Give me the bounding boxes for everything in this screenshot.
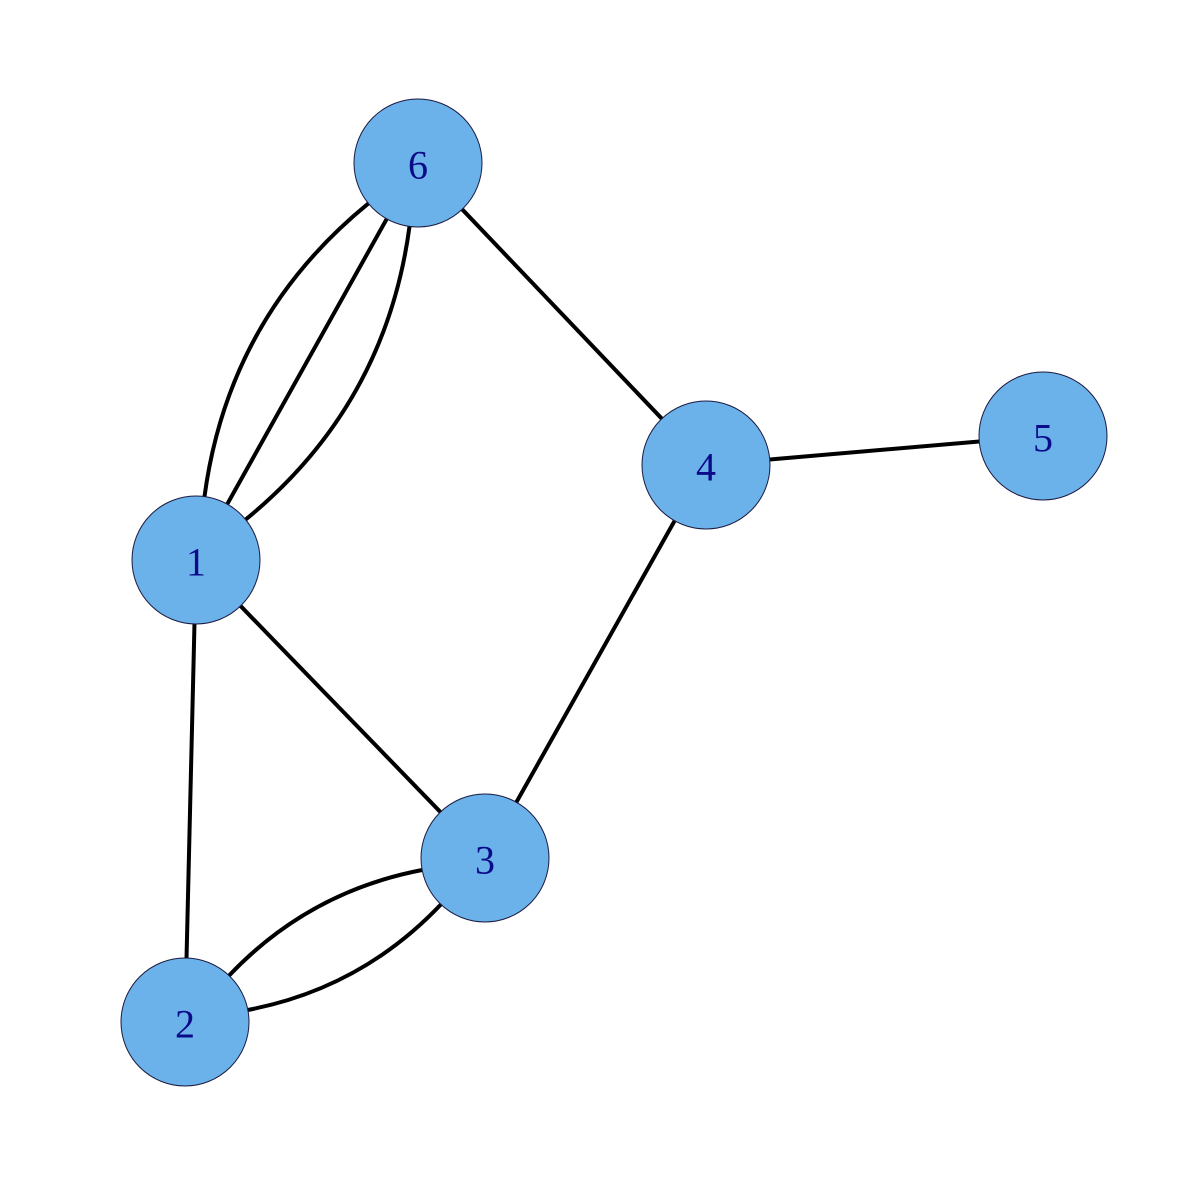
edge-1-6-1 bbox=[202, 201, 371, 499]
node-2-circle bbox=[120, 957, 250, 1087]
node-6-circle bbox=[353, 98, 483, 228]
node-6[interactable]: 6 bbox=[353, 98, 483, 228]
node-1-label: 1 bbox=[186, 540, 206, 585]
nodes-layer: 1 2 3 4 5 6 bbox=[120, 98, 1108, 1087]
node-6-label: 6 bbox=[408, 143, 428, 188]
node-5-label: 5 bbox=[1033, 416, 1053, 461]
edge-1-3 bbox=[238, 603, 443, 815]
node-4[interactable]: 4 bbox=[641, 400, 771, 530]
node-1[interactable]: 1 bbox=[131, 495, 261, 625]
node-3[interactable]: 3 bbox=[420, 793, 550, 923]
node-2-label: 2 bbox=[175, 1002, 195, 1047]
node-5[interactable]: 5 bbox=[978, 371, 1108, 501]
edge-2-3-2 bbox=[245, 902, 443, 1012]
node-3-label: 3 bbox=[475, 838, 495, 883]
edge-1-6-2 bbox=[225, 216, 389, 507]
node-4-label: 4 bbox=[696, 445, 716, 490]
edge-2-3-1 bbox=[227, 868, 425, 978]
edge-1-2 bbox=[184, 621, 197, 961]
edge-4-6 bbox=[460, 207, 664, 421]
node-3-circle bbox=[420, 793, 550, 923]
node-1-circle bbox=[131, 495, 261, 625]
node-2[interactable]: 2 bbox=[120, 957, 250, 1087]
edges-layer bbox=[184, 201, 982, 1012]
edge-4-5 bbox=[767, 439, 982, 462]
node-4-circle bbox=[641, 400, 771, 530]
node-5-circle bbox=[978, 371, 1108, 501]
edge-1-6-3 bbox=[243, 224, 412, 522]
edge-3-4 bbox=[514, 518, 677, 805]
